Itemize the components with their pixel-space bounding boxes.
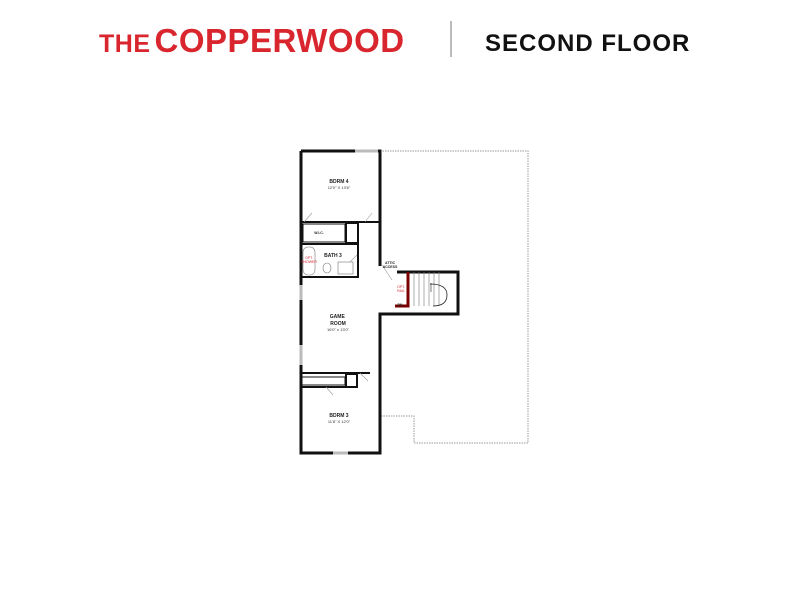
opt-rail-label-2: RAIL [397,289,405,293]
plan-name-prefix: THE [99,30,151,58]
stairs-down-label: DN [397,303,403,307]
room-name: BDRM 3 [329,413,348,419]
header-divider [450,21,452,57]
floor-title: SECOND FLOOR [485,30,691,57]
bath-fixtures [302,246,354,276]
wic-label: W.I.C. [314,231,324,235]
interior-walls [301,221,410,388]
doors [303,212,393,396]
room-dims: 12'0" X 13'6" [328,185,351,190]
plan-name-main: COPPERWOOD [154,22,405,59]
opt-shower-label-2: SHOWER [301,260,317,264]
windows [299,149,378,455]
opt-shower-label-1: OPT. [305,256,313,260]
room-name: GAME ROOM [330,314,346,327]
stairs [413,272,448,307]
roof-outline [380,150,529,444]
opt-rail-label-1: OPT. [397,285,405,289]
room-name: BDRM 4 [329,179,348,185]
room-dims: 11'8" X 12'0" [328,419,351,424]
exterior-walls [299,149,460,455]
attic-access-label-2: ACCESS [383,265,398,269]
bath-label: BATH 3 [324,253,342,259]
room-dims: 16'0" x 13'0" [327,327,350,332]
attic-access-label-1: ATTIC [385,261,396,265]
